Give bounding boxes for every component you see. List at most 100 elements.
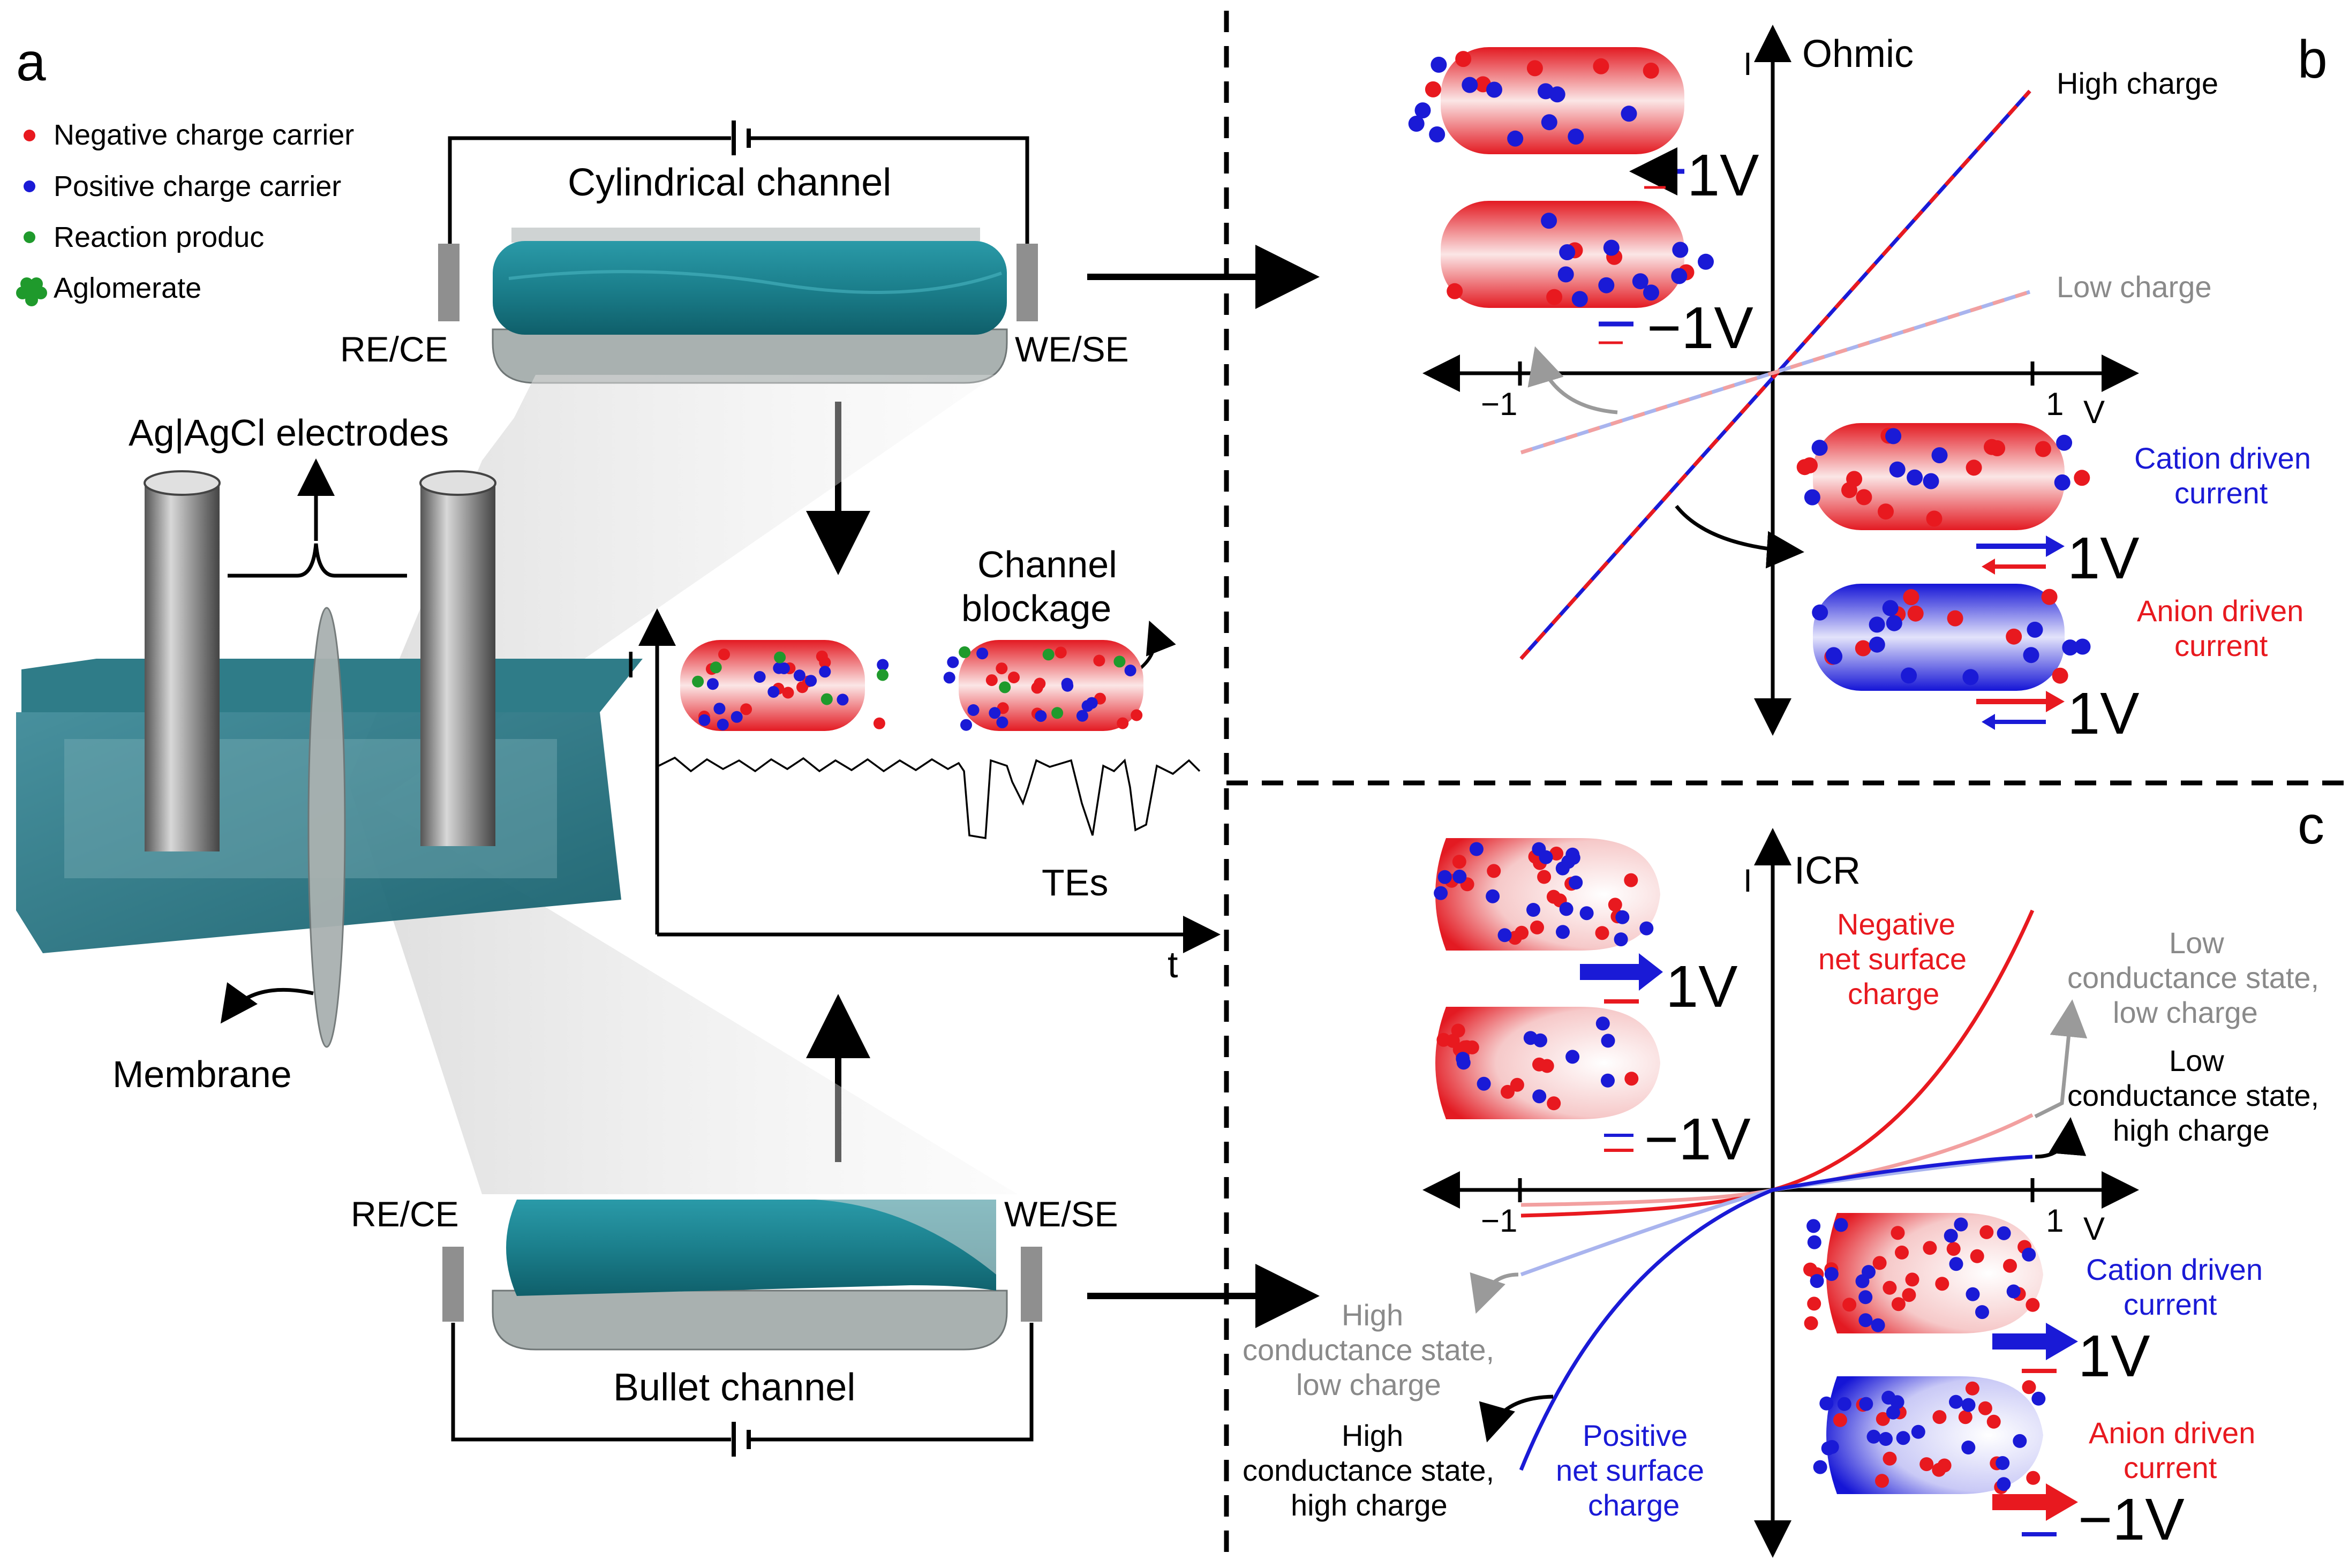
panel-label-b: b [2298, 29, 2328, 89]
positive-carrier-dot [1866, 1429, 1881, 1444]
negative-carrier-dot [1804, 1316, 1818, 1330]
positive-carrier-dot [2031, 1391, 2046, 1406]
positive-carrier-dot [1601, 1034, 1615, 1048]
positive-carrier-dot [1996, 1456, 2010, 1470]
positive-carrier-dot [754, 671, 766, 683]
reaction-product-dot [1051, 707, 1064, 719]
positive-carrier-dot [1532, 842, 1546, 856]
reaction-product-dot [820, 693, 833, 705]
icr-anion-bullet [1826, 1376, 2043, 1494]
positive-carrier-dot [1944, 1228, 1958, 1243]
positive-carrier-dot [1414, 102, 1431, 119]
electrodes-brace [228, 543, 407, 578]
positive-carrier-dot [1923, 473, 1939, 489]
positive-carrier-dot [1061, 680, 1074, 692]
positive-carrier-dot [947, 656, 959, 668]
negative-carrier-dot [1455, 51, 1472, 67]
negative-carrier-dot [1451, 1023, 1465, 1038]
icr-neg-label-2: net surface [1818, 942, 1967, 976]
trace-x-label: t [1168, 944, 1178, 985]
electrode-right-cap [419, 470, 496, 496]
ohmic-high-label: High charge [2057, 66, 2218, 100]
bullet-channel-title: Bullet channel [613, 1366, 855, 1409]
icr-black-arrow-up [2035, 1117, 2087, 1159]
positive-carrier-dot [1541, 213, 1557, 229]
bullet-re-ce-label: RE/CE [351, 1194, 459, 1234]
ohmic-v-pos-label-top: 1V [1687, 142, 1759, 208]
negative-carrier-dot [873, 717, 885, 729]
cyl-circuit-wire [448, 136, 731, 244]
positive-carrier-dot [1811, 440, 1828, 456]
positive-carrier-dot [1557, 266, 1574, 283]
trace-y-label: I [626, 644, 636, 685]
ohmic-anion-arrowhead-red [2046, 691, 2065, 712]
positive-carrier-dot [767, 686, 780, 698]
positive-carrier-dot [1614, 932, 1628, 947]
legend-reaction-dot [24, 231, 35, 243]
ohmic-anion-arrowhead-blue [1982, 714, 1995, 730]
icr-low-high-label-3: high charge [2113, 1113, 2270, 1147]
positive-carrier-dot [1408, 116, 1425, 132]
ohmic-plot: −1 1 V I Ohmic High charge Low charge 1V… [1422, 25, 2311, 747]
icr-low-low-label-1: Low [2169, 926, 2224, 960]
positive-carrier-dot [1911, 1424, 1925, 1439]
ohmic-tick-pos-label: 1 [2046, 386, 2064, 422]
icr-low-high-label-2: conductance state, [2067, 1079, 2319, 1112]
reaction-product-dot [710, 661, 722, 674]
bullet-electrode-right [1021, 1247, 1042, 1322]
cyl-electrode-right [1017, 244, 1038, 321]
negative-carrier-dot [1986, 1414, 2001, 1429]
bullet-circuit-wire-right [750, 1323, 1034, 1442]
positive-carrier-dot [1825, 647, 1842, 664]
bullet-we-se-label: WE/SE [1004, 1194, 1118, 1234]
negative-carrier-dot [1876, 1412, 1890, 1426]
icr-cation-label-1: Cation driven [2086, 1253, 2263, 1286]
icr-x-unit: V [2083, 1211, 2105, 1247]
negative-carrier-dot [2006, 628, 2022, 645]
positive-carrier-dot [2013, 1434, 2027, 1448]
positive-carrier-dot [1569, 876, 1583, 889]
icr-pos-label-2: net surface [1556, 1453, 1704, 1487]
positive-carrier-dot [2074, 638, 2091, 655]
positive-carrier-dot [1477, 1076, 1491, 1091]
positive-carrier-dot [967, 704, 980, 716]
negative-carrier-dot [718, 649, 730, 660]
positive-carrier-dot [2023, 647, 2039, 664]
positive-carrier-dot [1565, 1050, 1580, 1064]
reaction-product-dot [774, 651, 786, 664]
icr-curve-negative-high [1520, 909, 2035, 1218]
icr-arrow-1-blue [1580, 953, 1663, 991]
negative-carrier-dot [1034, 677, 1046, 690]
negative-carrier-dot [1979, 1225, 1994, 1239]
legend-positive-dot [24, 180, 35, 192]
icr-pos-label-1: Positive [1583, 1419, 1688, 1452]
trace-blockage-label-1: Channel [977, 544, 1117, 585]
positive-carrier-dot [1579, 906, 1594, 921]
icr-title: ICR [1794, 849, 1861, 892]
positive-carrier-dot [1124, 665, 1136, 676]
icr-v-neg-label-anion: −1V [2078, 1487, 2185, 1552]
negative-carrier-dot [2041, 589, 2058, 605]
negative-carrier-dot [1501, 1084, 1515, 1099]
positive-carrier-dot [1437, 870, 1452, 884]
legend-aglomerate-icon [16, 277, 47, 306]
positive-carrier-dot [1806, 1219, 1821, 1233]
positive-carrier-dot [1821, 1441, 1835, 1456]
negative-carrier-dot [1872, 1256, 1887, 1270]
icr-anion-label-1: Anion driven [2089, 1416, 2255, 1450]
negative-carrier-dot [996, 662, 1008, 675]
panel-label-c: c [2298, 795, 2324, 855]
positive-carrier-dot [2027, 621, 2043, 638]
icr-gray-arrow-up [2034, 999, 2088, 1119]
reaction-product-dot [1042, 649, 1055, 661]
positive-carrier-dot [1962, 669, 1979, 685]
icr-neg-label-1: Negative [1837, 907, 1955, 941]
positive-carrier-dot [1886, 1405, 1900, 1420]
icr-v-pos-label-cation: 1V [2078, 1323, 2150, 1389]
bullet-circuit-wire-left [451, 1323, 731, 1442]
negative-carrier-dot [1807, 1296, 1821, 1311]
negative-carrier-dot [796, 681, 808, 693]
icr-neg-label-3: charge [1848, 977, 1939, 1011]
positive-carrier-dot [2054, 474, 2071, 491]
cyl-water [493, 241, 1007, 335]
